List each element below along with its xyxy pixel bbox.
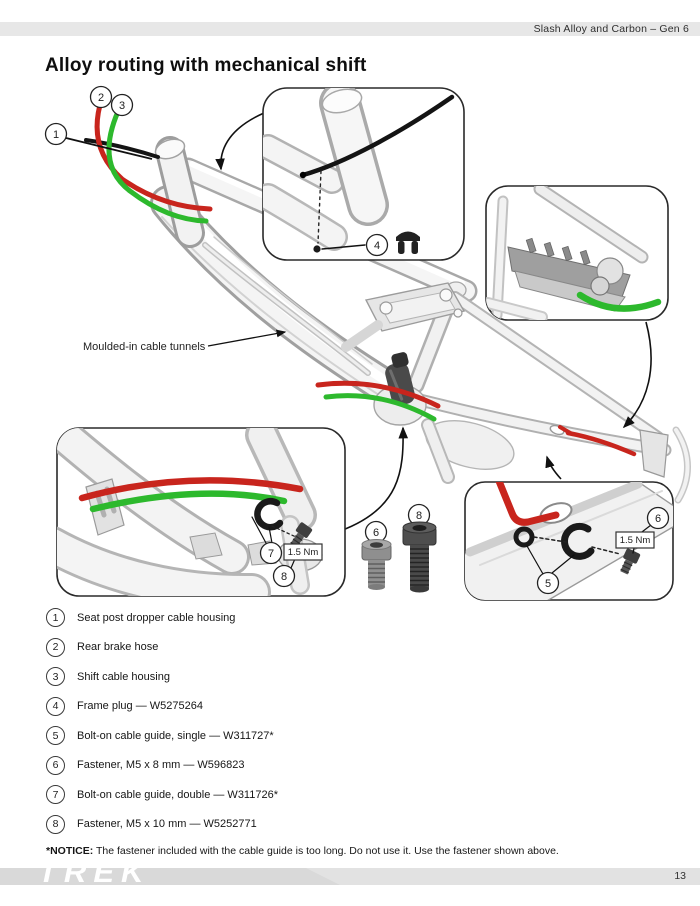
callout-2: 2: [98, 92, 104, 104]
callout-8-inset: 8: [281, 571, 287, 583]
routing-diagram: Moulded-in cable tunnels: [0, 85, 700, 605]
legend-num-4: 4: [46, 696, 65, 716]
rear-brake-hose-path: [94, 95, 213, 212]
legend-num-7: 7: [46, 785, 65, 805]
callout-6-inset: 6: [655, 513, 661, 525]
arrow-inset-top: [215, 112, 265, 171]
legend-label-2: Rear brake hose: [77, 641, 159, 654]
inset-bb-guide: 7 1.5 Nm 8: [56, 427, 346, 597]
routing-diagram-svg: Moulded-in cable tunnels: [44, 85, 691, 601]
trek-logo: TREK: [38, 856, 151, 889]
brake-hose-bb-path: [315, 380, 441, 409]
notice-text: *NOTICE: The fastener included with the …: [46, 845, 666, 857]
torque-label-bl: 1.5 Nm: [288, 547, 319, 558]
shift-housing-inset-bl: [89, 490, 288, 513]
legend-num-2: 2: [46, 637, 65, 657]
page-title: Alloy routing with mechanical shift: [45, 55, 367, 76]
dropper-housing-path: [84, 138, 160, 159]
callout-6-bolt: 6: [373, 527, 379, 539]
header-bar: Slash Alloy and Carbon – Gen 6: [0, 22, 700, 36]
legend-label-8: Fastener, M5 x 10 mm — W5252771: [77, 818, 257, 831]
legend-label-1: Seat post dropper cable housing: [77, 611, 236, 624]
page-number: 13: [674, 870, 686, 882]
legend-item-1: 1 Seat post dropper cable housing: [46, 603, 278, 633]
legend-num-3: 3: [46, 667, 65, 687]
arrow-tunnel-label: [207, 329, 287, 347]
shift-housing-bb-path: [323, 393, 437, 422]
frame-plug-small: [313, 245, 321, 253]
legend-item-5: 5 Bolt-on cable guide, single — W311727*: [46, 721, 278, 751]
inset-frame-plug: [262, 87, 465, 261]
inset-derailleur: [485, 185, 669, 321]
callout-4: 4: [374, 240, 380, 252]
arrow-inset-bb: [339, 426, 409, 532]
shift-housing-path: [106, 102, 209, 224]
main-callouts: 1 2 3 4: [44, 85, 389, 257]
callout-8-bolt: 8: [416, 510, 422, 522]
parts-legend: 1 Seat post dropper cable housing 2 Rear…: [46, 603, 278, 839]
legend-label-5: Bolt-on cable guide, single — W311727*: [77, 729, 274, 742]
guide-bolt-small-2: [620, 548, 641, 575]
arrow-inset-chainstay: [545, 455, 562, 480]
legend-item-2: 2 Rear brake hose: [46, 633, 278, 663]
leader-arrows: [65, 112, 652, 532]
tunnel-label: Moulded-in cable tunnels: [83, 341, 206, 353]
legend-label-6: Fastener, M5 x 8 mm — W596823: [77, 759, 245, 772]
legend-item-4: 4 Frame plug — W5275264: [46, 692, 278, 722]
guide-washer: [513, 526, 535, 548]
notice-body: The fastener included with the cable gui…: [93, 845, 559, 857]
legend-label-4: Frame plug — W5275264: [77, 700, 203, 713]
torque-label-br: 1.5 Nm: [620, 535, 651, 546]
shift-housing-derailleur-path: [576, 291, 662, 312]
trek-logo-wedge: [0, 868, 340, 885]
legend-item-6: 6 Fastener, M5 x 8 mm — W596823: [46, 751, 278, 781]
legend-item-3: 3 Shift cable housing: [46, 662, 278, 692]
callout-3: 3: [119, 100, 125, 112]
legend-num-5: 5: [46, 726, 65, 746]
dropper-housing-inset-path: [300, 94, 455, 178]
callout-1: 1: [53, 129, 59, 141]
legend-num-8: 8: [46, 814, 65, 834]
legend-label-7: Bolt-on cable guide, double — W311726*: [77, 788, 278, 801]
fastener-m5x10: 8: [402, 503, 437, 593]
legend-label-3: Shift cable housing: [77, 670, 170, 683]
brake-hose-inset-br: [495, 482, 560, 526]
legend-item-7: 7 Bolt-on cable guide, double — W311726*: [46, 780, 278, 810]
legend-num-6: 6: [46, 755, 65, 775]
callout-7: 7: [268, 548, 274, 560]
bike-frame-illustration: [150, 136, 691, 504]
legend-num-1: 1: [46, 608, 65, 628]
legend-item-8: 8 Fastener, M5 x 10 mm — W5252771: [46, 810, 278, 840]
footer-bar: TREK 13: [0, 856, 700, 889]
leader-callout-1: [65, 137, 153, 160]
single-cable-guide: [561, 522, 595, 560]
callout-5: 5: [545, 578, 551, 590]
frame-plug-icon: [396, 231, 420, 254]
document-title: Slash Alloy and Carbon – Gen 6: [533, 23, 689, 35]
cables-main: [84, 95, 637, 457]
fastener-m5x8: 6: [361, 520, 392, 590]
brake-hose-port-stub: [558, 425, 574, 436]
brake-hose-inset-bl: [78, 477, 304, 502]
arrow-inset-derailleur: [622, 321, 652, 429]
notice-prefix: *NOTICE:: [46, 845, 94, 857]
inset-chainstay-guide: 5 1.5 Nm 6: [464, 481, 674, 601]
